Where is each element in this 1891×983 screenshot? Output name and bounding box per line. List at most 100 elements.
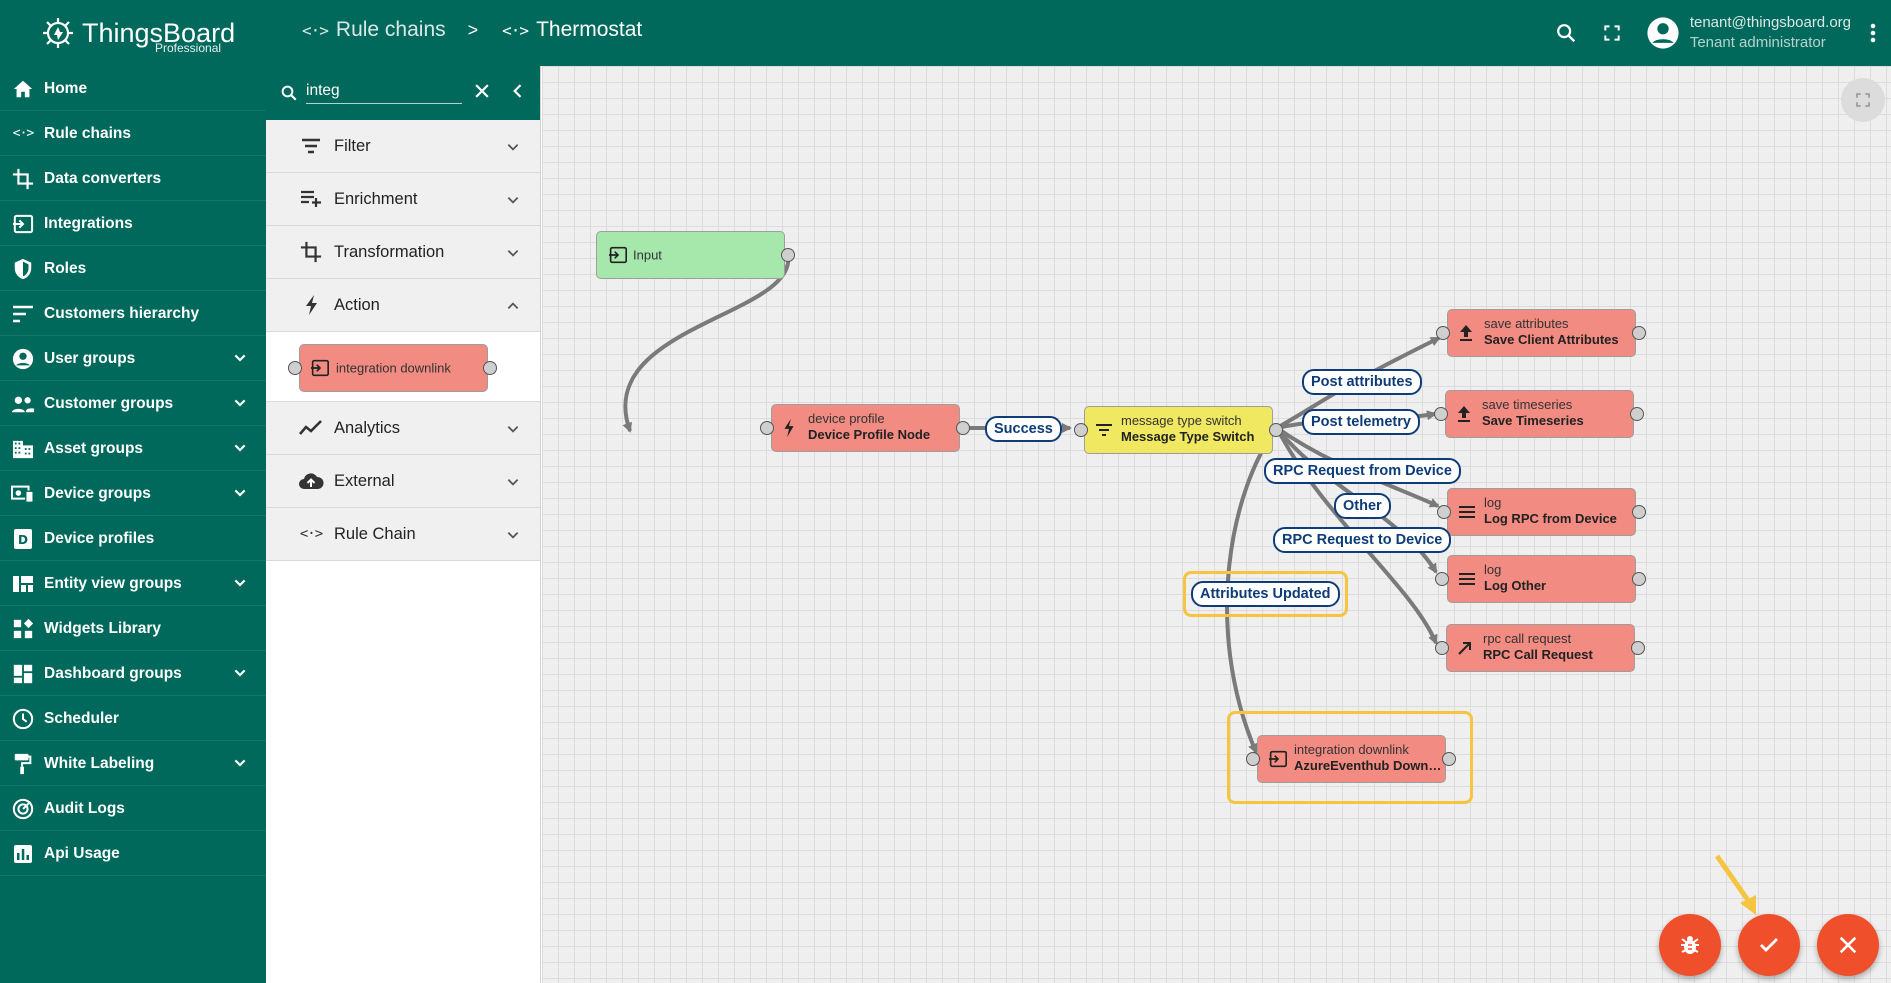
home-icon	[10, 76, 36, 102]
chevron-down-icon[interactable]	[232, 755, 248, 776]
sidebar-item-dashboard-groups[interactable]: Dashboard groups	[0, 651, 266, 696]
chevron-down-icon[interactable]	[232, 350, 248, 371]
sidebar-item-home[interactable]: Home	[0, 66, 266, 111]
sidebar-item-integrations[interactable]: Integrations	[0, 201, 266, 246]
node-type-label: message type switch	[1121, 413, 1242, 428]
library-category-external[interactable]: External	[266, 455, 540, 508]
sidebar-item-entity-view-groups[interactable]: Entity view groups	[0, 561, 266, 606]
link-label-attributes-updated[interactable]: Attributes Updated	[1191, 581, 1340, 607]
sidebar-item-label: Rule chains	[44, 124, 131, 142]
node-device-profile[interactable]: device profile Device Profile Node	[771, 404, 960, 452]
library-search-input[interactable]	[306, 78, 462, 104]
apply-changes-button[interactable]	[1738, 914, 1800, 976]
output-port[interactable]	[956, 421, 970, 435]
node-log-other[interactable]: log Log Other	[1447, 555, 1636, 603]
library-node-integration-downlink[interactable]: integration downlink	[299, 344, 488, 392]
node-input[interactable]: Input	[596, 231, 785, 279]
output-port[interactable]	[1632, 572, 1646, 586]
node-log-rpc-from-device[interactable]: log Log RPC from Device	[1447, 488, 1636, 536]
library-category-action[interactable]: Action	[266, 279, 540, 332]
debug-mode-button[interactable]	[1659, 914, 1721, 976]
fullscreen-icon	[1856, 93, 1870, 107]
node-name-label: Log RPC from Device	[1484, 511, 1617, 526]
sidebar-item-data-converters[interactable]: Data converters	[0, 156, 266, 201]
library-category-enrichment[interactable]: Enrichment	[266, 173, 540, 226]
output-port[interactable]	[1442, 752, 1456, 766]
chevron-down-icon[interactable]	[232, 440, 248, 461]
library-category-label: Analytics	[334, 418, 401, 437]
output-port[interactable]	[1631, 641, 1645, 655]
library-category-filter[interactable]: Filter	[266, 120, 540, 173]
search-button[interactable]	[1544, 11, 1588, 55]
sidebar-item-api-usage[interactable]: Api Usage	[0, 831, 266, 876]
revert-changes-button[interactable]	[1817, 914, 1879, 976]
link-label-success[interactable]: Success	[985, 416, 1062, 442]
sidebar-item-label: Scheduler	[44, 709, 119, 727]
sidebar-item-roles[interactable]: Roles	[0, 246, 266, 291]
node-rpc-call-request[interactable]: rpc call request RPC Call Request	[1446, 624, 1635, 672]
input-port[interactable]	[1434, 407, 1448, 421]
sidebar-item-device-groups[interactable]: Device groups	[0, 471, 266, 516]
thingsboard-logo-icon	[43, 18, 73, 48]
input-port[interactable]	[1436, 326, 1450, 340]
input-port[interactable]	[760, 421, 774, 435]
upload-icon	[1456, 405, 1472, 423]
fullscreen-button[interactable]	[1590, 11, 1634, 55]
flash-icon	[298, 292, 324, 318]
sidebar-item-widgets-library[interactable]: Widgets Library	[0, 606, 266, 651]
upload-icon	[1458, 324, 1474, 342]
node-name-label: AzureEventhub Downl...	[1294, 758, 1442, 773]
chevron-down-icon[interactable]	[232, 395, 248, 416]
link-label-rpc-to-device[interactable]: RPC Request to Device	[1273, 527, 1452, 553]
collapse-library-button[interactable]	[508, 81, 528, 106]
sidebar-item-asset-groups[interactable]: Asset groups	[0, 426, 266, 471]
sidebar-item-customer-groups[interactable]: Customer groups	[0, 381, 266, 426]
breadcrumb-rule-chains[interactable]: <·> Rule chains	[302, 18, 446, 42]
user-menu[interactable]: tenant@thingsboard.org Tenant administra…	[1646, 13, 1851, 53]
sidebar-item-rule-chains[interactable]: <·>Rule chains	[0, 111, 266, 156]
link-attributes-updated	[1225, 426, 1279, 754]
input-port[interactable]	[1435, 572, 1449, 586]
output-port[interactable]	[1630, 407, 1644, 421]
input-port[interactable]	[1074, 423, 1088, 437]
input-port[interactable]	[1246, 752, 1260, 766]
chevron-down-icon[interactable]	[232, 575, 248, 596]
chevron-down-icon[interactable]	[232, 665, 248, 686]
library-category-analytics[interactable]: Analytics	[266, 402, 540, 455]
output-port[interactable]	[1632, 505, 1646, 519]
output-port[interactable]	[1269, 423, 1283, 437]
link-label-post-telemetry[interactable]: Post telemetry	[1302, 409, 1420, 435]
sidebar-item-label: Device groups	[44, 484, 151, 502]
chevron-down-icon[interactable]	[232, 485, 248, 506]
app-logo[interactable]: ThingsBoard Professional	[0, 0, 266, 66]
output-port[interactable]	[1632, 326, 1646, 340]
output-port[interactable]	[781, 248, 795, 262]
input-port[interactable]	[1435, 641, 1449, 655]
rule-chain-icon: <·>	[299, 526, 323, 542]
link-label-rpc-from-device[interactable]: RPC Request from Device	[1264, 458, 1461, 484]
node-save-timeseries[interactable]: save timeseries Save Timeseries	[1445, 390, 1634, 438]
domain-icon	[10, 436, 36, 462]
sidebar-item-label: Roles	[44, 259, 87, 277]
node-message-type-switch[interactable]: message type switch Message Type Switch	[1084, 406, 1273, 454]
canvas-fullscreen-button[interactable]	[1841, 78, 1885, 122]
link-label-post-attributes[interactable]: Post attributes	[1302, 369, 1422, 395]
sidebar-item-white-labeling[interactable]: White Labeling	[0, 741, 266, 786]
clear-search-button[interactable]	[472, 81, 492, 106]
sidebar-item-user-groups[interactable]: User groups	[0, 336, 266, 381]
sidebar-item-customers-hierarchy[interactable]: Customers hierarchy	[0, 291, 266, 336]
sidebar-item-scheduler[interactable]: Scheduler	[0, 696, 266, 741]
node-save-client-attributes[interactable]: save attributes Save Client Attributes	[1447, 309, 1636, 357]
rule-chain-canvas[interactable]	[542, 66, 1891, 983]
more-menu-button[interactable]	[1855, 11, 1891, 55]
sidebar-item-audit-logs[interactable]: Audit Logs	[0, 786, 266, 831]
library-category-transformation[interactable]: Transformation	[266, 226, 540, 279]
node-integration-downlink[interactable]: integration downlink AzureEventhub Downl…	[1257, 735, 1446, 783]
link-label-other[interactable]: Other	[1334, 493, 1391, 519]
input-port[interactable]	[1437, 505, 1451, 519]
sidebar-item-label: User groups	[44, 349, 136, 367]
library-category-rule-chain[interactable]: <·>Rule Chain	[266, 508, 540, 561]
new-node-highlight	[1227, 711, 1473, 804]
